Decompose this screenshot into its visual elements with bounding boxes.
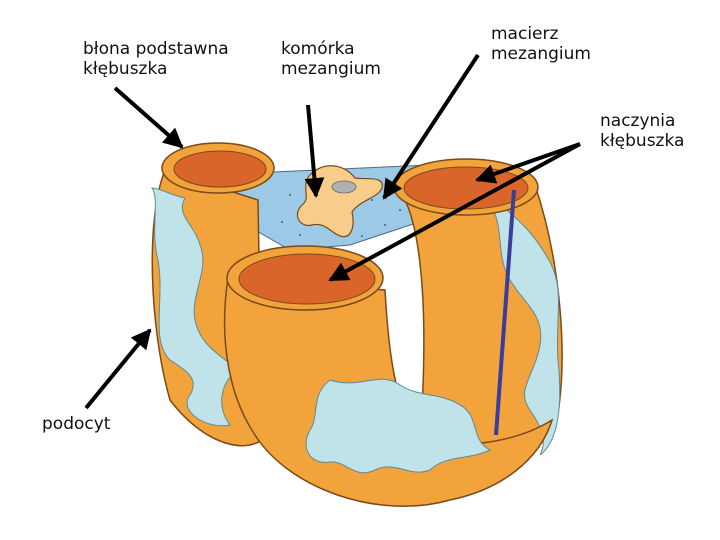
capillary-rim-top-left <box>162 143 274 193</box>
capillary-rim-front <box>227 246 383 310</box>
label-capillaries: naczynia kłębuszka <box>600 111 684 151</box>
label-mesangial-cell: komórka mezangium <box>281 39 381 79</box>
label-podocyte: podocyt <box>42 414 110 434</box>
arrow-basement-membrane <box>115 88 182 147</box>
label-mesangial-matrix: macierz mezangium <box>491 24 591 64</box>
mesangial-cell-nucleus <box>332 181 356 193</box>
arrow-podocyte <box>86 330 150 408</box>
label-basement-membrane: błona podstawna kłębuszka <box>83 39 229 79</box>
